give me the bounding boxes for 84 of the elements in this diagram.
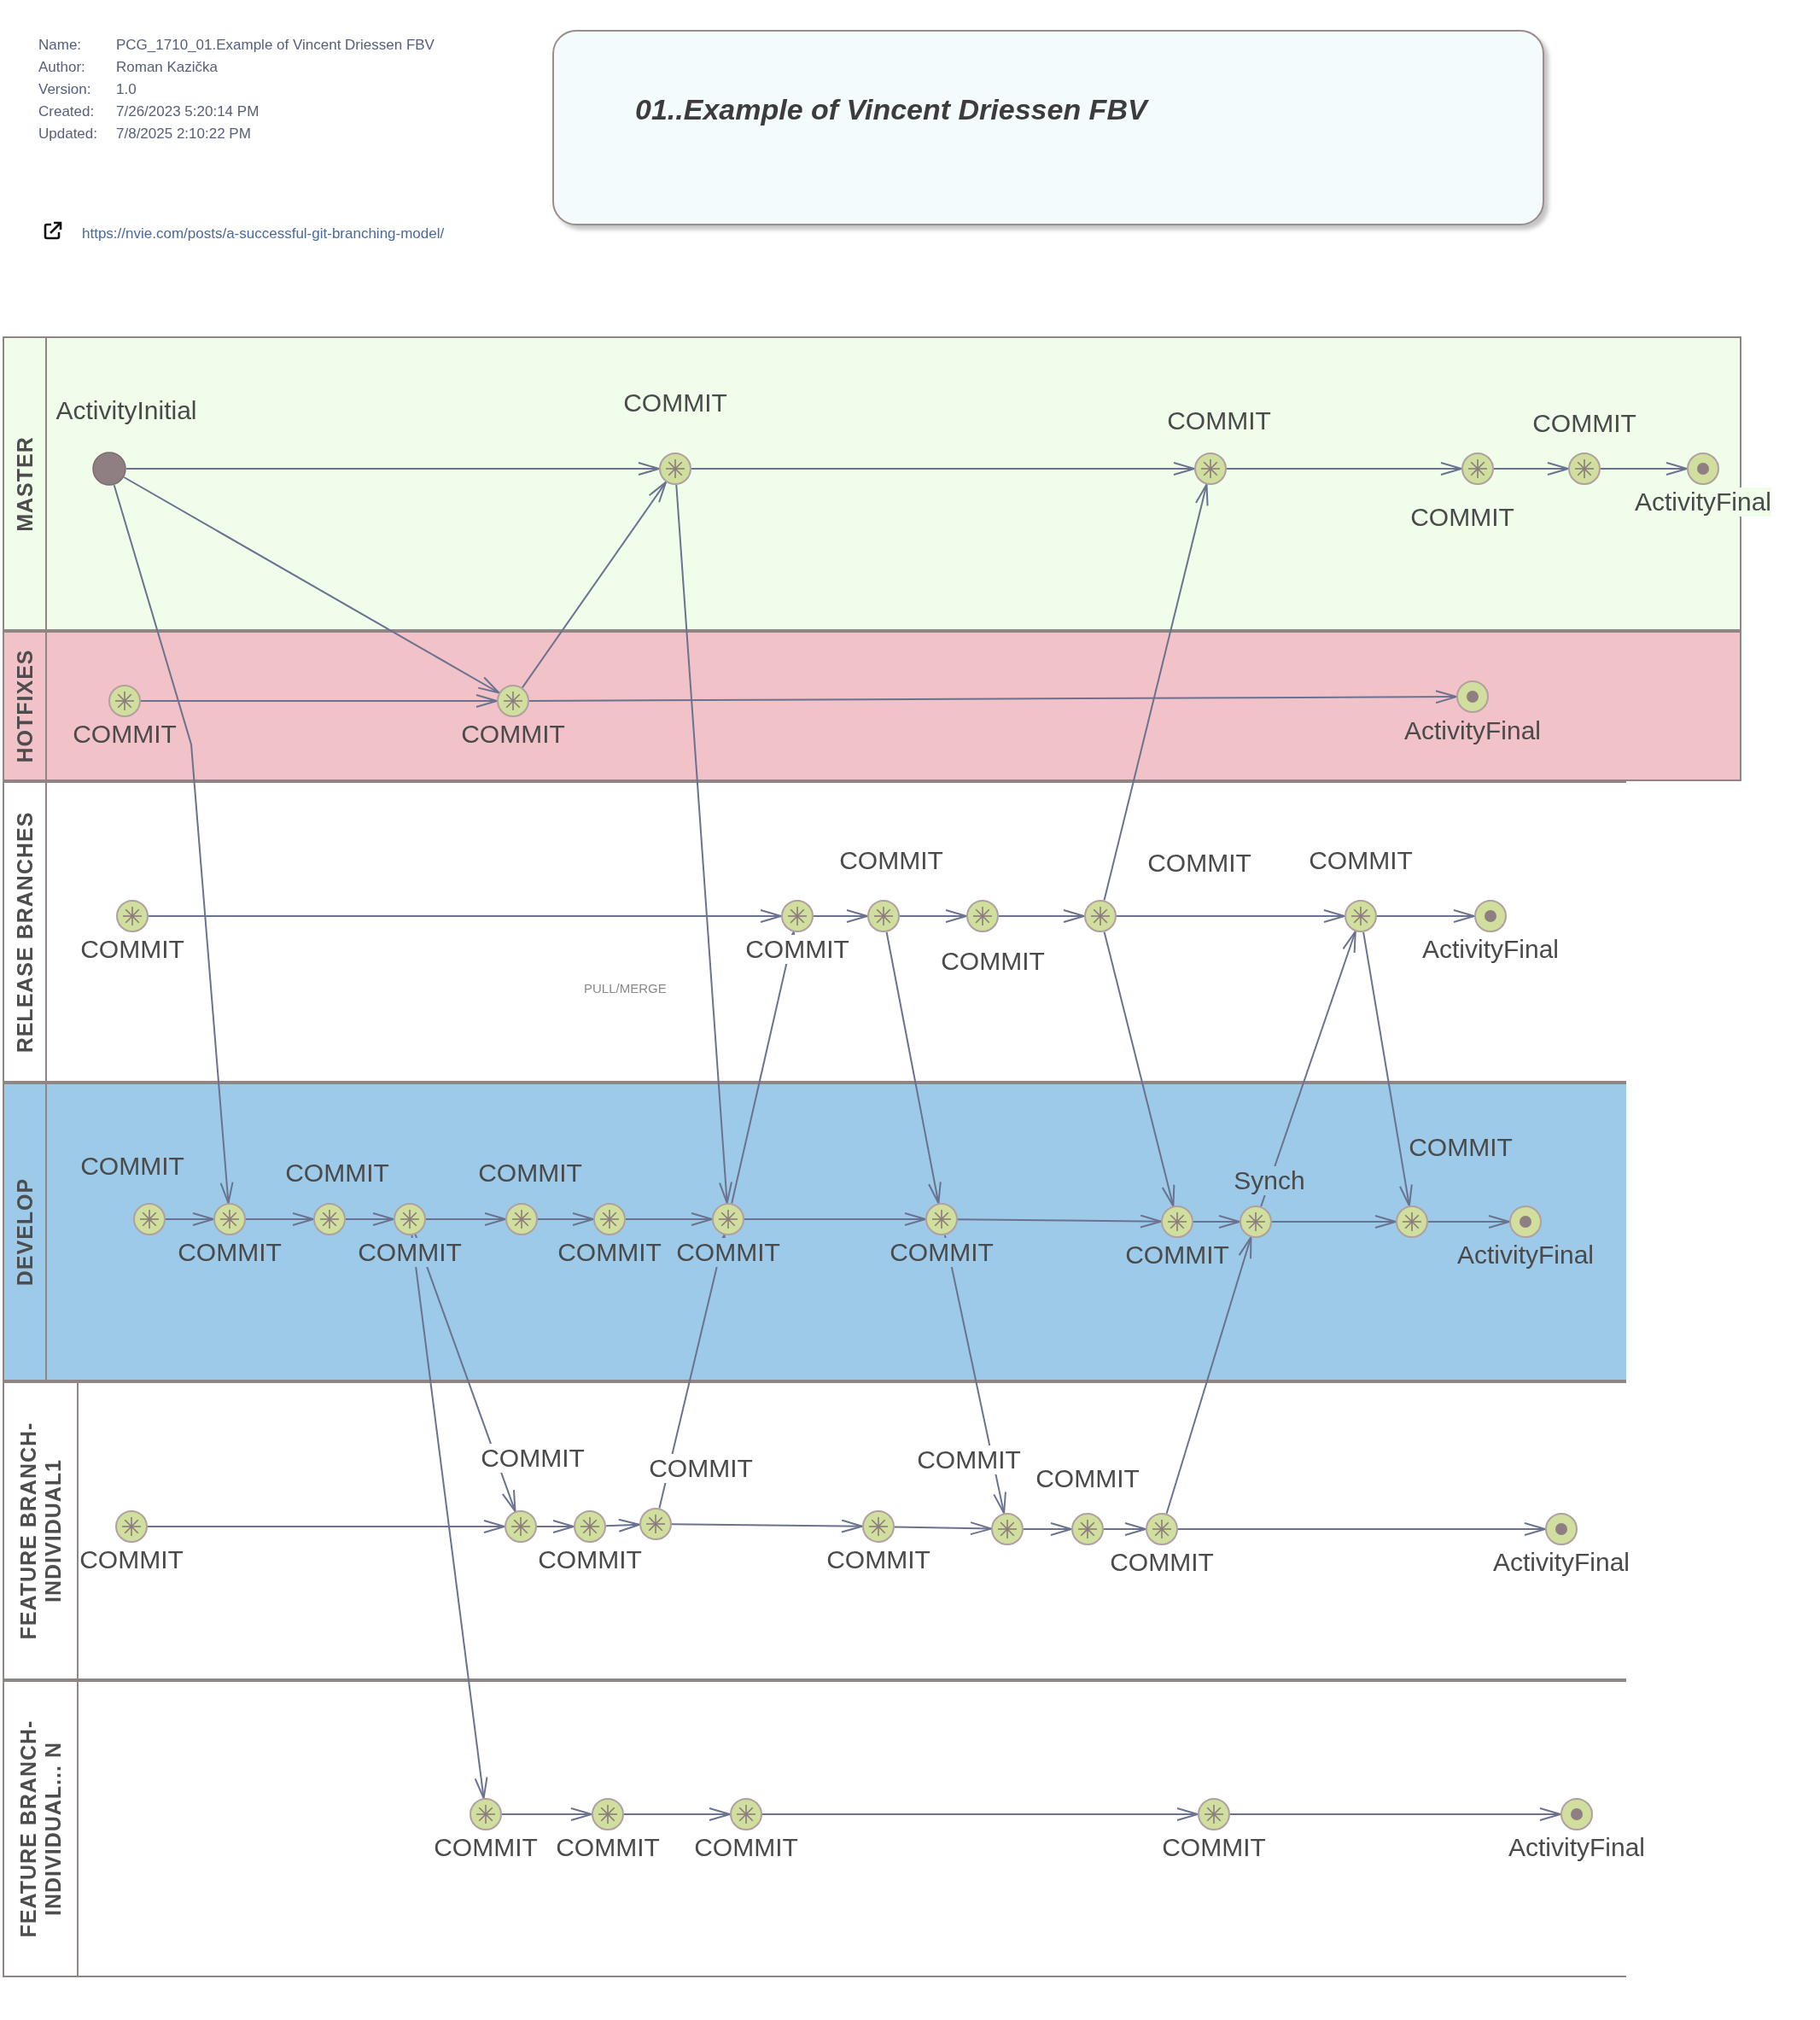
arrow xyxy=(1427,1215,1510,1229)
arrow xyxy=(675,484,732,1204)
node-label: COMMIT xyxy=(745,935,849,964)
swimlane xyxy=(3,1083,1626,1381)
meta-value: 7/26/2023 5:20:14 PM xyxy=(116,103,260,120)
arrow xyxy=(943,1234,1006,1515)
arrow xyxy=(813,909,868,923)
arrow xyxy=(245,1212,314,1226)
arrow xyxy=(625,1212,713,1226)
meta-key: Version: xyxy=(38,81,91,98)
arrow xyxy=(1600,462,1688,476)
swimlane xyxy=(3,781,1626,1083)
lane-title: RELEASE BRANCHES xyxy=(12,810,38,1054)
arrow xyxy=(165,1212,214,1226)
arrow xyxy=(113,484,234,1205)
meta-key: Author: xyxy=(38,59,85,76)
node-label: COMMIT xyxy=(917,1445,1021,1474)
arrow xyxy=(671,1519,863,1533)
node-label: COMMIT xyxy=(890,1238,994,1267)
node-label: COMMIT xyxy=(358,1238,462,1267)
arrow xyxy=(411,1234,488,1800)
arrow xyxy=(1116,909,1345,923)
arrow xyxy=(414,1233,516,1513)
swimlane xyxy=(3,631,1741,781)
arrow xyxy=(345,1212,394,1226)
note-text: PULL/MERGE xyxy=(584,981,667,995)
arrow xyxy=(1103,1522,1146,1536)
arrow xyxy=(1226,462,1462,476)
arrow xyxy=(623,1807,731,1821)
arrow xyxy=(744,1212,926,1226)
arrow xyxy=(521,481,668,689)
arrow xyxy=(501,1807,592,1821)
node-label: Synch xyxy=(1234,1166,1305,1195)
arrow xyxy=(658,1234,726,1509)
arrow xyxy=(1229,1807,1561,1821)
title-box xyxy=(552,30,1544,225)
arrow xyxy=(731,931,796,1205)
arrow xyxy=(1193,1215,1240,1229)
title-text: 01..Example of Vincent Driessen FBV xyxy=(635,93,1147,126)
arrow xyxy=(425,1212,506,1226)
arrow xyxy=(1165,1236,1252,1515)
meta-value: Roman Kazička xyxy=(116,59,219,76)
lane-title: HOTFIXES xyxy=(12,648,38,765)
node-label: COMMIT xyxy=(676,1238,780,1267)
arrow xyxy=(140,694,498,708)
arrow xyxy=(1260,931,1356,1207)
arrow xyxy=(885,931,942,1205)
arrow xyxy=(894,1521,992,1536)
arrow xyxy=(537,1212,594,1226)
arrow xyxy=(1177,1522,1546,1536)
arrow xyxy=(1103,931,1175,1207)
swimlane xyxy=(3,1381,1626,1680)
arrow xyxy=(605,1518,640,1533)
arrow xyxy=(148,909,782,923)
node-label: ActivityFinal xyxy=(1635,487,1771,517)
meta-key: Name: xyxy=(38,37,82,54)
arrow xyxy=(1103,483,1209,902)
arrow xyxy=(1271,1215,1397,1229)
lane-title: MASTER xyxy=(12,435,38,534)
arrow xyxy=(998,909,1085,923)
arrow xyxy=(1023,1522,1072,1536)
meta-value: PCG_1710_01.Example of Vincent Driessen FBV xyxy=(116,37,435,54)
arrow xyxy=(691,462,1195,476)
arrow xyxy=(761,1807,1199,1821)
meta-value: 7/8/2025 2:10:22 PM xyxy=(116,126,251,143)
node-label: COMMIT xyxy=(649,1454,753,1483)
arrow xyxy=(125,462,660,476)
arrow xyxy=(1376,909,1475,923)
lane-title: FEATURE BRANCH- INDIVIDUAL1 xyxy=(15,1421,66,1642)
arrow xyxy=(1493,462,1569,476)
meta-key: Created: xyxy=(38,103,95,120)
url-link: https://nvie.com/posts/a-successful-git-branching-model/ xyxy=(82,225,445,242)
arrow xyxy=(957,1214,1162,1229)
meta-key: Updated: xyxy=(38,126,97,143)
arrow xyxy=(536,1520,575,1533)
arrow xyxy=(1362,931,1413,1207)
node-label: COMMIT xyxy=(481,1444,585,1473)
meta-value: 1.0 xyxy=(116,81,137,98)
arrow xyxy=(899,909,967,923)
lane-title: FEATURE BRANCH- INDIVIDUAL... N xyxy=(15,1719,66,1940)
arrow xyxy=(123,476,500,694)
lane-title: DEVELOP xyxy=(12,1176,38,1288)
arrow xyxy=(528,690,1457,704)
arrow xyxy=(147,1520,505,1533)
